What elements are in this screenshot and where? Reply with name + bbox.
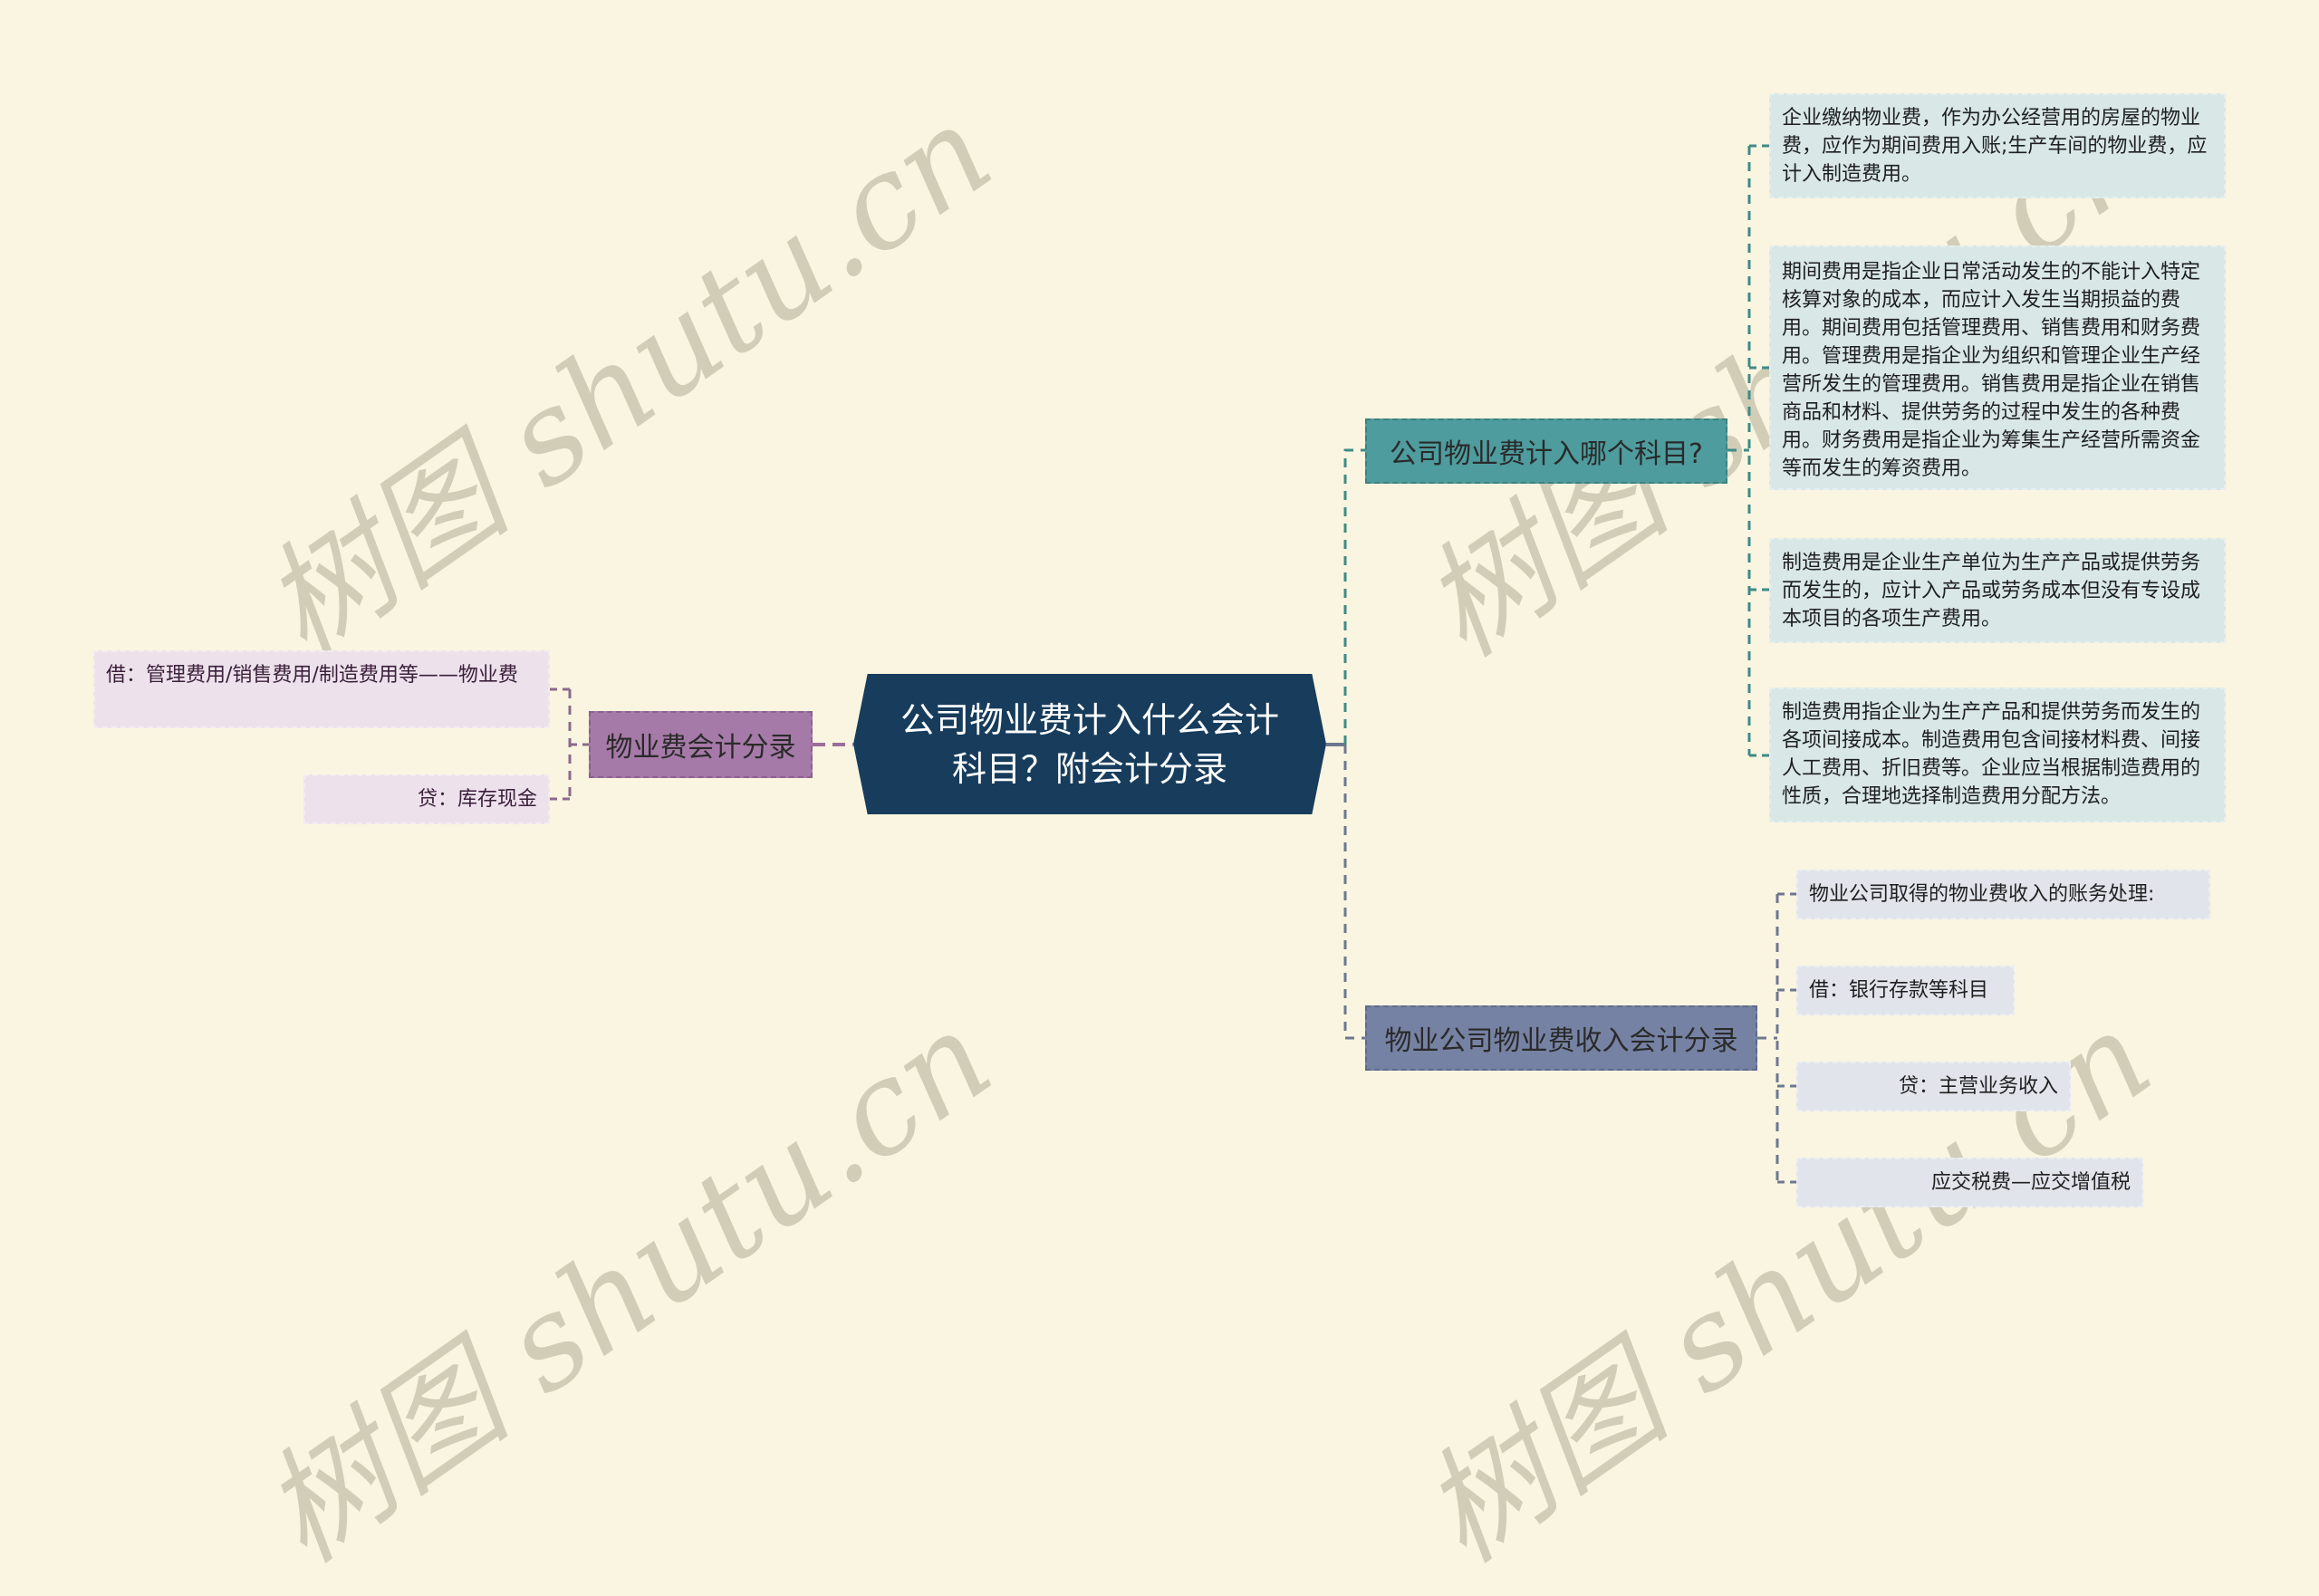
leaf-text: 期间费用是指企业日常活动发生的不能计入特定核算对象的成本，而应计入发生当期损益的… [1782, 261, 2201, 480]
branch-label: 物业费会计分录 [605, 732, 796, 764]
leaf-node[interactable]: 期间费用是指企业日常活动发生的不能计入特定核算对象的成本，而应计入发生当期损益的… [1769, 245, 2226, 490]
root-node[interactable]: 公司物业费计入什么会计科目？附会计分录 [853, 674, 1326, 814]
leaf-node[interactable]: 制造费用是企业生产单位为生产产品或提供劳务而发生的，应计入产品或劳务成本但没有专… [1769, 538, 2226, 643]
leaf-text: 借：管理费用/销售费用/制造费用等——物业费 [106, 664, 518, 687]
leaf-text: 制造费用是企业生产单位为生产产品或提供劳务而发生的，应计入产品或劳务成本但没有专… [1782, 552, 2201, 630]
leaf-text: 贷：库存现金 [417, 788, 537, 811]
branch-node-fee-entry[interactable]: 物业费会计分录 [589, 711, 813, 778]
branch-label: 物业公司物业费收入会计分录 [1384, 1025, 1738, 1057]
leaf-node[interactable]: 制造费用指企业为生产产品和提供劳务而发生的各项间接成本。制造费用包含间接材料费、… [1769, 687, 2226, 822]
leaf-node[interactable]: 企业缴纳物业费，作为办公经营用的房屋的物业费，应作为期间费用入账;生产车间的物业… [1769, 93, 2226, 198]
leaf-text: 贷：主营业务收入 [1898, 1075, 2058, 1098]
branch-label: 公司物业费计入哪个科目? [1390, 438, 1703, 470]
leaf-node[interactable]: 借：管理费用/销售费用/制造费用等——物业费 [93, 650, 550, 728]
leaf-node[interactable]: 借：银行存款等科目 [1796, 966, 2015, 1015]
leaf-text: 应交税费—应交增值税 [1930, 1171, 2131, 1194]
leaf-text: 企业缴纳物业费，作为办公经营用的房屋的物业费，应作为期间费用入账;生产车间的物业… [1782, 107, 2208, 186]
branch-node-subjects[interactable]: 公司物业费计入哪个科目? [1365, 418, 1727, 484]
leaf-text: 借：银行存款等科目 [1809, 979, 1989, 1002]
leaf-node[interactable]: 贷：主营业务收入 [1796, 1062, 2071, 1111]
root-title: 公司物业费计入什么会计科目？附会计分录 [900, 699, 1279, 789]
leaf-text: 制造费用指企业为生产产品和提供劳务而发生的各项间接成本。制造费用包含间接材料费、… [1782, 701, 2201, 808]
leaf-text: 物业公司取得的物业费收入的账务处理: [1809, 883, 2155, 906]
leaf-node[interactable]: 物业公司取得的物业费收入的账务处理: [1796, 870, 2210, 919]
connector-lines [550, 144, 1796, 1184]
leaf-node[interactable]: 贷：库存现金 [303, 774, 550, 824]
leaf-node[interactable]: 应交税费—应交增值税 [1796, 1158, 2143, 1207]
branch-node-income-entry[interactable]: 物业公司物业费收入会计分录 [1365, 1005, 1757, 1071]
